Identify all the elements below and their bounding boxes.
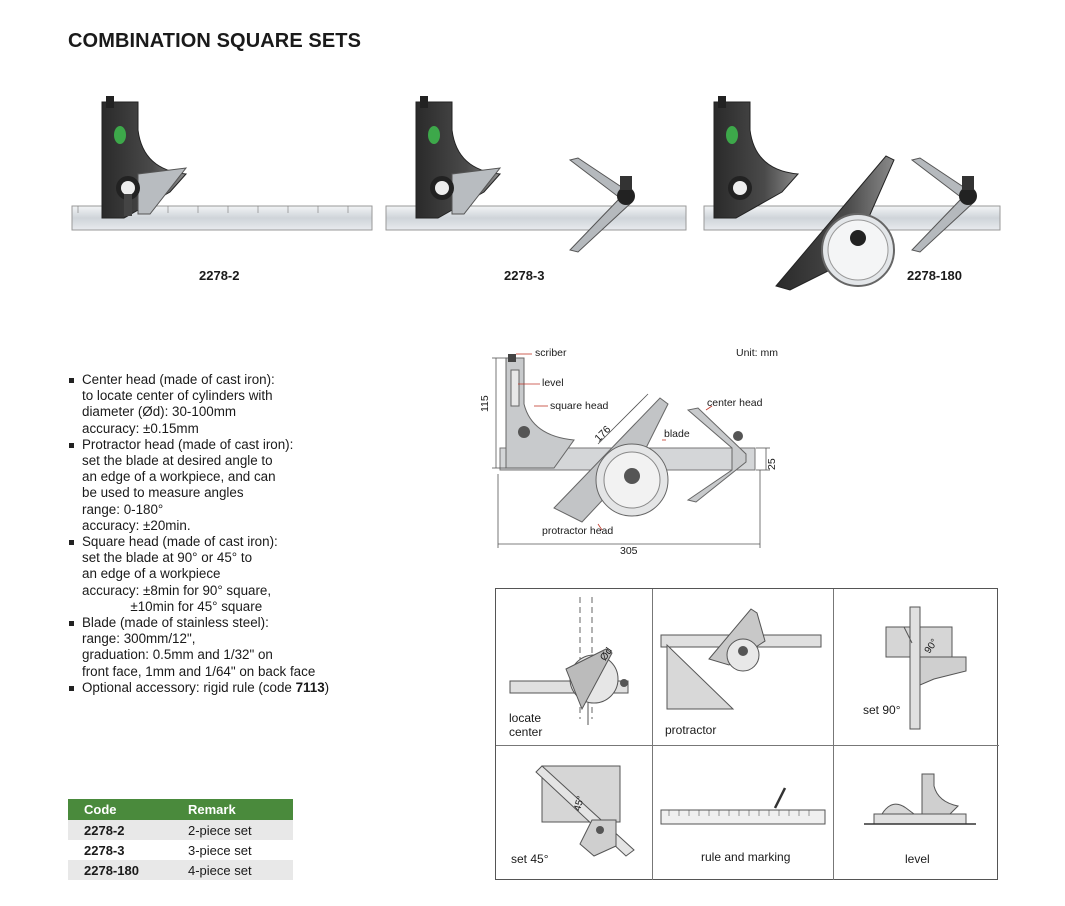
label-protractor-head: protractor head [542, 525, 614, 537]
table-cell-remark: 3-piece set [164, 840, 293, 860]
feature-protractor-head: Protractor head (made of cast iron): set… [68, 437, 428, 534]
feature-line: Center head (made of cast iron): [82, 372, 275, 387]
product-code-label: 2278-3 [504, 268, 545, 283]
product-code-label: 2278-180 [907, 268, 962, 283]
page-title: COMBINATION SQUARE SETS [68, 30, 362, 52]
usage-label: protractor [665, 723, 717, 737]
feature-line: accuracy: ±20min. [82, 517, 191, 533]
usage-cell-level: level [834, 746, 999, 880]
usage-grid: locate center Ød protractor set 90° 90° [495, 588, 999, 880]
usage-label: set 45° [511, 852, 549, 866]
feature-line: to locate center of cylinders with [82, 388, 273, 404]
product-image-2278-3 [385, 96, 687, 253]
table-header-remark: Remark [164, 799, 293, 820]
label-scriber: scriber [535, 347, 567, 359]
label-center-head: center head [707, 397, 763, 409]
table-header-code: Code [68, 799, 164, 820]
feature-optional-accessory: Optional accessory: rigid rule (code 711… [68, 680, 428, 696]
table-cell-code: 2278-3 [68, 840, 164, 860]
label-blade: blade [664, 428, 690, 440]
dimension-305: 305 [620, 545, 638, 557]
rule-illustration [660, 787, 826, 825]
locate-center-illustration [509, 597, 629, 725]
feature-line: accuracy: ±0.15mm [82, 420, 199, 436]
usage-cell-protractor: protractor [653, 589, 834, 746]
feature-line: Blade (made of stainless steel): [82, 615, 269, 631]
table-row: 2278-180 4-piece set [68, 860, 293, 880]
table-cell-remark: 4-piece set [164, 860, 293, 880]
label-level: level [542, 377, 564, 389]
usage-cell-rule-and-marking: rule and marking [653, 746, 834, 880]
usage-label: locate center [509, 711, 542, 739]
product-image-2278-2 [71, 96, 373, 231]
product-images [71, 96, 1001, 291]
feature-line-suffix: ) [324, 679, 330, 695]
feature-line: Protractor head (made of cast iron): [82, 436, 294, 452]
feature-line: range: 300mm/12", [82, 631, 196, 647]
dimension-25: 25 [766, 458, 778, 470]
feature-center-head: Center head (made of cast iron): to loca… [68, 372, 428, 437]
dimension-diagram [492, 353, 770, 548]
set-45-illustration [535, 765, 635, 857]
usage-label: set 90° [863, 703, 901, 717]
feature-line: ±10min for 45° square [82, 598, 263, 614]
table-row: 2278-2 2-piece set [68, 820, 293, 840]
feature-line: be used to measure angles [82, 485, 244, 501]
feature-line: graduation: 0.5mm and 1/32" on [82, 647, 273, 663]
table-header-row: Code Remark [68, 799, 293, 820]
unit-label: Unit: mm [736, 347, 778, 359]
table-cell-remark: 2-piece set [164, 820, 293, 840]
feature-line: range: 0-180° [82, 501, 164, 517]
feature-blade: Blade (made of stainless steel): range: … [68, 615, 428, 680]
label-square-head: square head [550, 400, 609, 412]
feature-list: Center head (made of cast iron): to loca… [68, 372, 428, 696]
protractor-illustration [660, 608, 822, 710]
usage-label: rule and marking [701, 850, 791, 864]
feature-square-head: Square head (made of cast iron): set the… [68, 534, 428, 615]
code-table: Code Remark 2278-2 2-piece set 2278-3 3-… [68, 799, 293, 880]
dimension-115: 115 [479, 395, 491, 412]
table-row: 2278-3 3-piece set [68, 840, 293, 860]
usage-cell-set-45: set 45° 45° [496, 746, 653, 880]
feature-line: set the blade at 90° or 45° to [82, 550, 253, 566]
usage-label-line: locate [509, 711, 542, 725]
level-illustration [864, 773, 976, 825]
feature-line: an edge of a workpiece [82, 566, 221, 582]
product-image-2278-180 [703, 96, 1001, 291]
feature-line: diameter (Ød): 30-100mm [82, 404, 237, 420]
usage-label: level [905, 852, 930, 866]
feature-line: an edge of a workpiece, and can [82, 469, 276, 485]
feature-line: accuracy: ±8min for 90° square, [82, 582, 272, 598]
usage-cell-set-90: set 90° 90° [834, 589, 999, 746]
feature-line: front face, 1mm and 1/64" on back face [82, 663, 316, 679]
feature-line: Optional accessory: rigid rule (code [82, 679, 296, 695]
table-cell-code: 2278-180 [68, 860, 164, 880]
set-90-illustration [885, 606, 967, 730]
accessory-code: 7113 [295, 679, 325, 695]
usage-cell-locate-center: locate center Ød [496, 589, 653, 746]
feature-line: set the blade at desired angle to [82, 453, 273, 469]
table-cell-code: 2278-2 [68, 820, 164, 840]
usage-label-line: center [509, 725, 543, 739]
product-code-label: 2278-2 [199, 268, 240, 283]
feature-line: Square head (made of cast iron): [82, 534, 278, 550]
